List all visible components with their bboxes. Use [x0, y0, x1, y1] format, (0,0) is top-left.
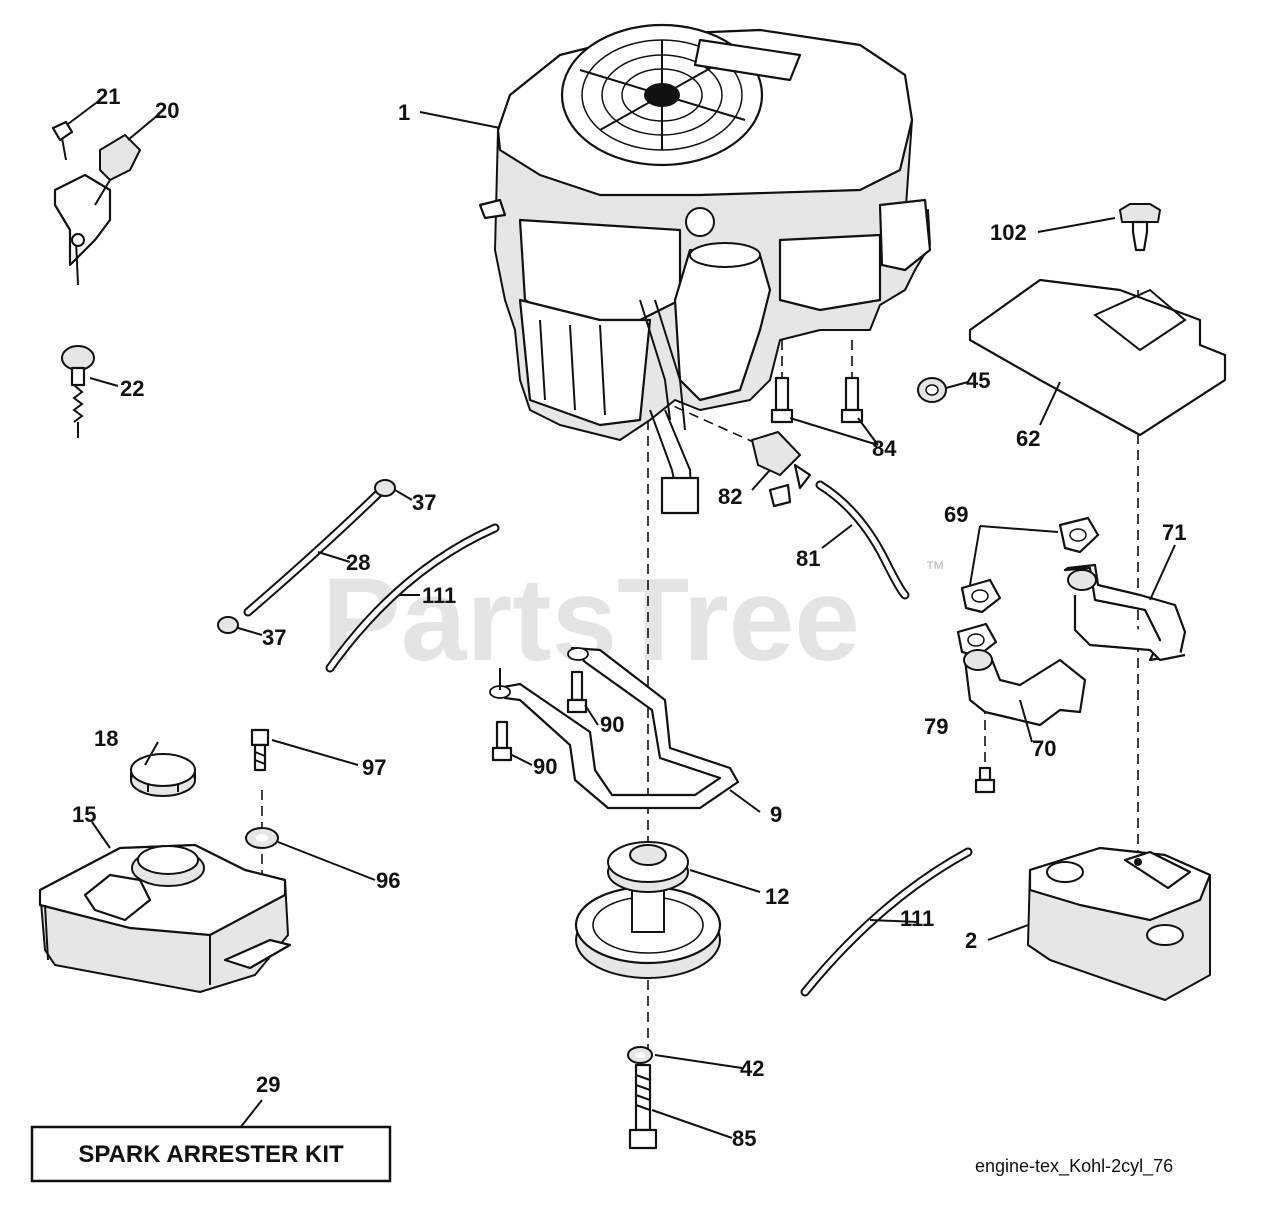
diagram-reference: engine-tex_Kohl-2cyl_76: [975, 1156, 1173, 1177]
exhaust-pipe-70-part[interactable]: [963, 649, 1087, 727]
callout-28[interactable]: 28: [346, 550, 370, 575]
callout-29[interactable]: 29: [256, 1072, 280, 1097]
callout-18[interactable]: 18: [94, 726, 118, 751]
hose-111-lower-part[interactable]: [800, 847, 973, 997]
choke-control-20-part[interactable]: [53, 134, 141, 286]
clamp-37-upper-part[interactable]: [374, 479, 396, 497]
callout-111-lower[interactable]: 111: [900, 906, 934, 931]
bracket-9-part[interactable]: [489, 646, 740, 810]
callout-111-upper[interactable]: 111: [422, 583, 456, 608]
muffler-2-part[interactable]: [1027, 846, 1212, 1001]
callout-9[interactable]: 9: [770, 802, 782, 827]
callout-2[interactable]: 2: [965, 928, 977, 953]
callout-1[interactable]: 1: [398, 100, 410, 125]
fuel-hose-81-part[interactable]: [815, 480, 910, 600]
wire-harness: [649, 409, 700, 515]
washer-42-part[interactable]: [627, 1046, 653, 1064]
callout-97[interactable]: 97: [362, 755, 386, 780]
callout-42[interactable]: 42: [740, 1056, 764, 1081]
bolt-90-lower-part[interactable]: [491, 668, 513, 762]
fuel-filter-82-part[interactable]: [751, 431, 812, 508]
callout-102[interactable]: 102: [990, 220, 1027, 245]
callout-21[interactable]: 21: [96, 84, 120, 109]
bolt-90-upper-part[interactable]: [566, 670, 588, 714]
engine-part[interactable]: [478, 23, 932, 441]
callout-70[interactable]: 70: [1032, 736, 1056, 761]
fuel-tank-15-part[interactable]: [38, 843, 292, 993]
callout-45[interactable]: 45: [966, 368, 990, 393]
exhaust-pipe-71-part[interactable]: [1063, 563, 1187, 662]
heat-shield-62-part[interactable]: [968, 278, 1227, 437]
leader-lines: [67, 99, 1176, 1139]
callout-labels: 1 21 20 22 102 45 84 62 37 28 111 37 82 …: [72, 84, 1186, 1151]
callout-96[interactable]: 96: [376, 868, 400, 893]
pulley-12-part[interactable]: [574, 841, 722, 979]
callout-15[interactable]: 15: [72, 802, 96, 827]
callout-81[interactable]: 81: [796, 546, 820, 571]
filter-axis-line: [659, 399, 761, 446]
clamp-37-lower-part[interactable]: [217, 616, 239, 634]
callout-69[interactable]: 69: [944, 502, 968, 527]
callout-20[interactable]: 20: [155, 98, 179, 123]
knob-22-part[interactable]: [61, 345, 95, 438]
washer-96-part[interactable]: [245, 827, 279, 849]
callout-37-lower[interactable]: 37: [262, 625, 286, 650]
nut-45-part[interactable]: [917, 377, 947, 403]
callout-62[interactable]: 62: [1016, 426, 1040, 451]
fuel-cap-18-part[interactable]: [130, 753, 196, 797]
callout-71[interactable]: 71: [1162, 520, 1186, 545]
bolt-79-part[interactable]: [974, 766, 996, 794]
screw-21-part[interactable]: [51, 120, 74, 161]
screw-97-part[interactable]: [250, 728, 270, 772]
bolt-85-part[interactable]: [628, 1063, 658, 1150]
spark-arrester-kit-label: SPARK ARRESTER KIT: [78, 1141, 344, 1168]
fuel-line-28-part[interactable]: [243, 487, 385, 617]
callout-85[interactable]: 85: [732, 1126, 756, 1151]
callout-82[interactable]: 82: [718, 484, 742, 509]
callout-37-upper[interactable]: 37: [412, 490, 436, 515]
callout-12[interactable]: 12: [765, 884, 789, 909]
callout-22[interactable]: 22: [120, 376, 144, 401]
callout-79[interactable]: 79: [924, 714, 948, 739]
callout-84[interactable]: 84: [872, 436, 897, 461]
callout-90-upper[interactable]: 90: [600, 712, 624, 737]
bolts-84-part[interactable]: [770, 340, 864, 424]
spark-arrester-kit-box[interactable]: SPARK ARRESTER KIT: [30, 1125, 392, 1183]
gasket-69-part[interactable]: [956, 516, 1100, 658]
oil-fill-cap-102-part[interactable]: [1119, 203, 1161, 252]
watermark-trademark: ™: [925, 558, 945, 580]
callout-90-lower[interactable]: 90: [533, 754, 557, 779]
hose-111-upper-part[interactable]: [325, 523, 500, 673]
